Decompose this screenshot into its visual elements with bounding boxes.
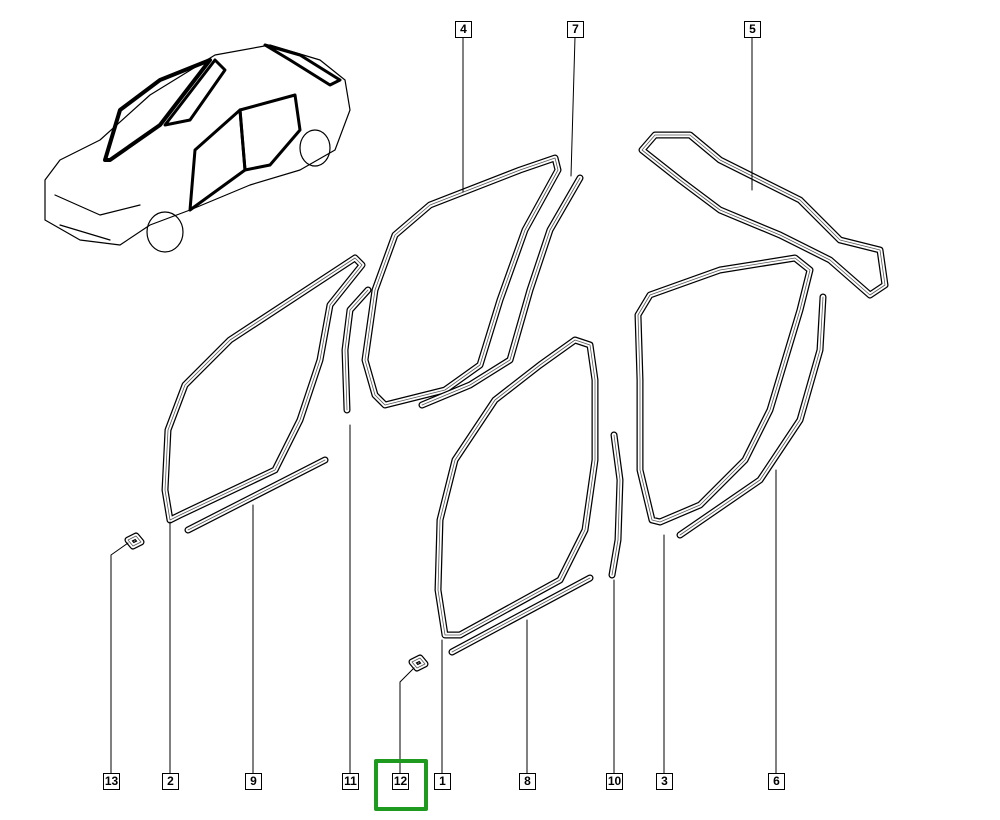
seal-part bbox=[639, 132, 888, 298]
callout-part-13[interactable]: 13 bbox=[103, 773, 120, 790]
callout-part-7[interactable]: 7 bbox=[567, 21, 584, 38]
callout-part-6[interactable]: 6 bbox=[768, 773, 785, 790]
callout-part-5[interactable]: 5 bbox=[744, 21, 761, 38]
callout-part-1[interactable]: 1 bbox=[434, 773, 451, 790]
callout-part-11[interactable]: 11 bbox=[342, 773, 359, 790]
callout-part-9[interactable]: 9 bbox=[245, 773, 262, 790]
seal-part bbox=[635, 255, 813, 525]
leader-lines bbox=[110, 36, 777, 774]
callout-part-8[interactable]: 8 bbox=[519, 773, 536, 790]
selected-part-highlight bbox=[374, 759, 428, 811]
seal-part bbox=[409, 655, 428, 671]
callout-part-10[interactable]: 10 bbox=[606, 773, 623, 790]
callout-part-3[interactable]: 3 bbox=[656, 773, 673, 790]
callout-part-4[interactable]: 4 bbox=[455, 21, 472, 38]
seal-part bbox=[125, 533, 144, 549]
seal-parts bbox=[124, 131, 889, 672]
seal-part bbox=[362, 155, 561, 408]
car-illustration bbox=[44, 43, 351, 253]
callout-part-12[interactable]: 12 bbox=[392, 773, 409, 790]
callout-part-2[interactable]: 2 bbox=[162, 773, 179, 790]
